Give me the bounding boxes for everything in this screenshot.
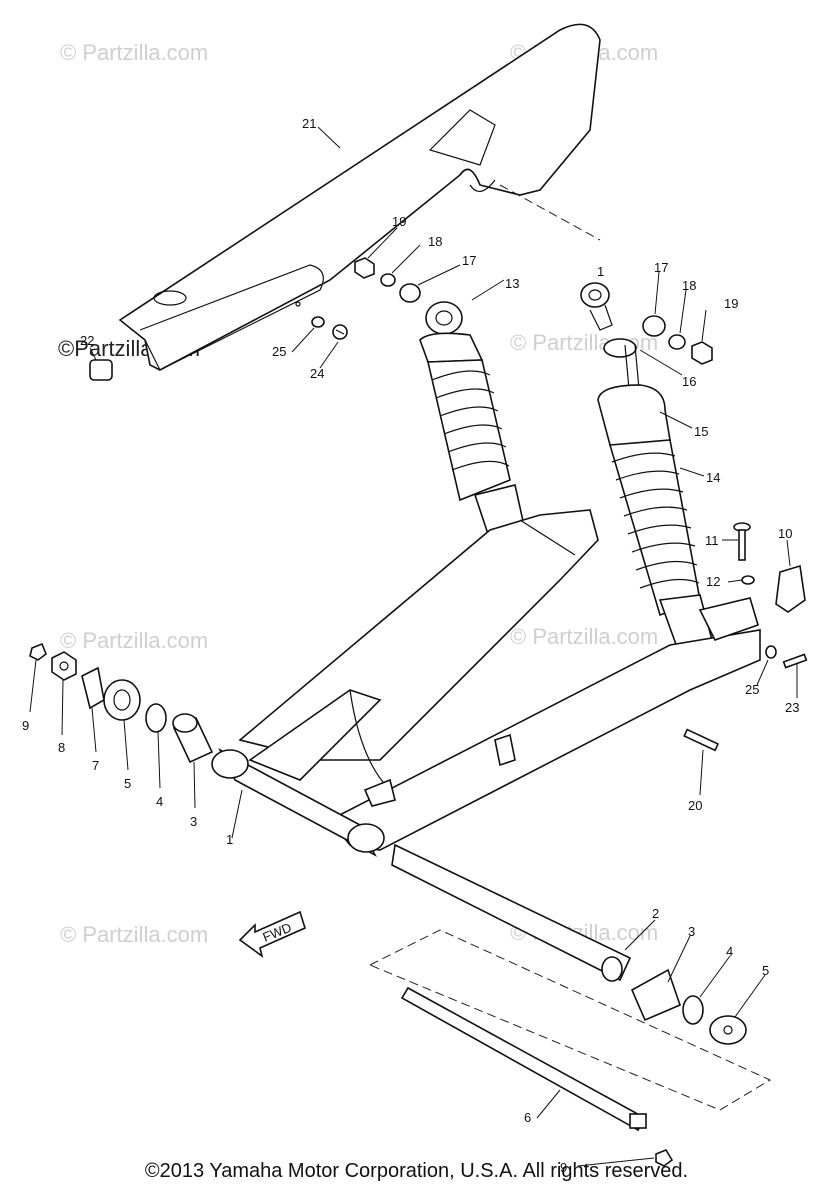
callout-25: 25 xyxy=(745,682,759,697)
callout-10: 10 xyxy=(778,526,792,541)
callout-13: 13 xyxy=(505,276,519,291)
seal-part-5b xyxy=(709,1015,747,1045)
callout-1: 1 xyxy=(597,264,604,279)
mount-eye-part-1a xyxy=(580,282,613,331)
nut-part-8 xyxy=(51,651,77,681)
watermark: © Partzilla.com xyxy=(510,624,659,649)
bolt-part-20 xyxy=(683,728,720,752)
bushing-part-3a xyxy=(172,713,214,764)
ring-part-4a xyxy=(145,703,167,733)
guide-line xyxy=(499,184,601,241)
nut-part-19a xyxy=(354,257,375,279)
callout-4: 4 xyxy=(156,794,163,809)
callout-3: 3 xyxy=(190,814,197,829)
chain-case-part xyxy=(118,23,601,371)
washer-part-25a xyxy=(311,316,325,328)
cap-part-22 xyxy=(89,359,113,381)
callout-2: 2 xyxy=(652,906,659,921)
callout-20: 20 xyxy=(688,798,702,813)
washer-part-16 xyxy=(603,338,637,358)
callout-5: 5 xyxy=(124,776,131,791)
callout-19: 19 xyxy=(724,296,738,311)
callout-22: 22 xyxy=(80,333,94,348)
shock-spring-part-14 xyxy=(608,439,713,651)
pivot-bolt-part-6 xyxy=(400,986,647,1132)
watermark: © Partzilla.com xyxy=(60,628,209,653)
bolt-part-24 xyxy=(332,324,348,340)
nut-part-9b xyxy=(655,1149,674,1167)
bolt-part-11 xyxy=(733,522,751,561)
callout-23: 23 xyxy=(785,700,799,715)
callout-12: 12 xyxy=(706,574,720,589)
callout-4: 4 xyxy=(726,944,733,959)
watermark: © Partzilla.com xyxy=(60,922,209,947)
callout-25: 25 xyxy=(272,344,286,359)
callout-5: 5 xyxy=(762,963,769,978)
washer-part-25b xyxy=(765,645,777,659)
seal-part-5a xyxy=(103,679,141,721)
callout-8: 8 xyxy=(58,740,65,755)
callout-1: 1 xyxy=(226,832,233,847)
swing-arm-part-1b xyxy=(211,509,761,857)
plate-part-7 xyxy=(81,666,105,710)
washer-part-18a xyxy=(380,273,396,287)
callout-19: 19 xyxy=(392,214,406,229)
shaft-part-2 xyxy=(391,843,632,982)
callout-17: 17 xyxy=(654,260,668,275)
callout-9: 9 xyxy=(22,718,29,733)
ring-part-4b xyxy=(682,995,704,1025)
washer-part-12 xyxy=(741,575,755,585)
callout-15: 15 xyxy=(694,424,708,439)
washer-part-17a xyxy=(399,283,421,303)
bolt-part-23 xyxy=(782,653,808,669)
bolt-part-9a xyxy=(29,642,47,661)
callout-14: 14 xyxy=(706,470,720,485)
callout-3: 3 xyxy=(688,924,695,939)
fwd-arrow: FWD xyxy=(238,910,306,958)
callout-9: 9 xyxy=(560,1160,567,1175)
callout-11: 11 xyxy=(705,533,719,548)
callout-6: 6 xyxy=(524,1110,531,1125)
callout-21: 21 xyxy=(302,116,316,131)
callout-18: 18 xyxy=(428,234,442,249)
bracket-part-10 xyxy=(775,564,806,613)
washer-part-18b xyxy=(668,334,686,350)
leader-lines xyxy=(29,126,798,1167)
copyright-notice: ©2013 Yamaha Motor Corporation, U.S.A. A… xyxy=(144,1160,689,1182)
washer-part-17b xyxy=(642,315,666,337)
bushing-part-3b xyxy=(630,968,681,1022)
callout-16: 16 xyxy=(682,374,696,389)
watermark: © Partzilla.com xyxy=(60,40,209,65)
guide-box xyxy=(368,929,772,1111)
callout-24: 24 xyxy=(310,366,324,381)
callout-18: 18 xyxy=(682,278,696,293)
nut-part-19b xyxy=(691,341,713,365)
callout-17: 17 xyxy=(462,253,476,268)
callout-7: 7 xyxy=(92,758,99,773)
callout-labels: 21 19 18 17 13 22 25 24 1 17 18 19 16 15… xyxy=(22,116,799,1175)
shock-absorber-part-13 xyxy=(419,301,526,541)
